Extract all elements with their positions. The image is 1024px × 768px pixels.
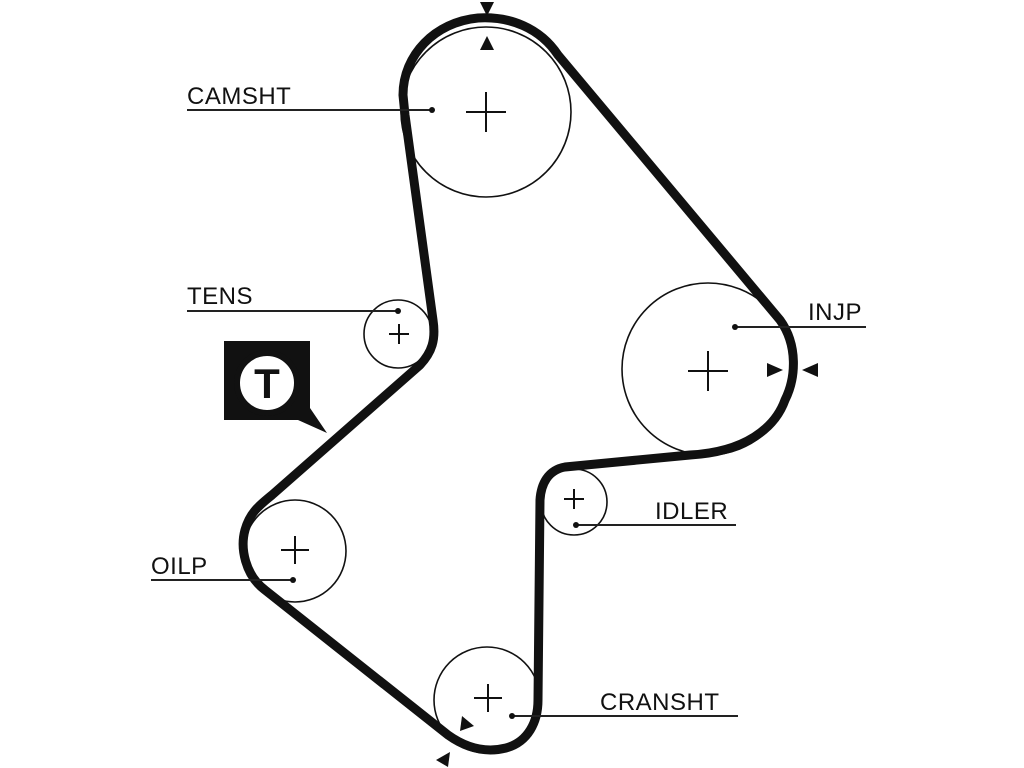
- oil-pump-leader-dot: [290, 577, 296, 583]
- tensioner-center-cross: [389, 324, 409, 344]
- oil-pump-label: OILP: [151, 553, 208, 580]
- pulley-centers: [281, 92, 728, 712]
- crankshaft-timing-mark-outer: [436, 752, 450, 767]
- timing-belt: [238, 13, 798, 755]
- camshaft-timing-mark-bottom: [480, 36, 494, 50]
- tensioner-badge-circle: [234, 350, 300, 416]
- injection-pump-timing-mark-left: [767, 363, 783, 377]
- timing-marks: [436, 2, 818, 767]
- injection-pump-timing-mark-right: [802, 363, 818, 377]
- idler-center-cross: [564, 489, 584, 509]
- oil-pump-center-cross: [281, 536, 309, 564]
- injection-pump-center-cross: [688, 351, 728, 391]
- crankshaft-label: CRANSHT: [600, 689, 720, 716]
- crankshaft-timing-mark-inner: [460, 716, 474, 731]
- tensioner-badge: T: [224, 341, 327, 433]
- camshaft-center-cross: [466, 92, 506, 132]
- crankshaft-leader-dot: [509, 713, 515, 719]
- crankshaft-center-cross: [474, 684, 502, 712]
- component-labels: CAMSHT TENS INJP IDLER OILP CRANSHT: [151, 83, 862, 716]
- tensioner-badge-letter: T: [254, 360, 280, 407]
- camshaft-leader-dot: [429, 107, 435, 113]
- tensioner-label: TENS: [187, 283, 253, 310]
- camshaft-label: CAMSHT: [187, 83, 291, 110]
- tensioner-leader-dot: [395, 308, 401, 314]
- injection-pump-leader-dot: [732, 324, 738, 330]
- camshaft-timing-mark-top: [480, 2, 494, 16]
- leader-lines: [151, 107, 866, 719]
- injection-pump-label: INJP: [808, 299, 862, 326]
- idler-leader-dot: [573, 522, 579, 528]
- idler-label: IDLER: [655, 498, 728, 525]
